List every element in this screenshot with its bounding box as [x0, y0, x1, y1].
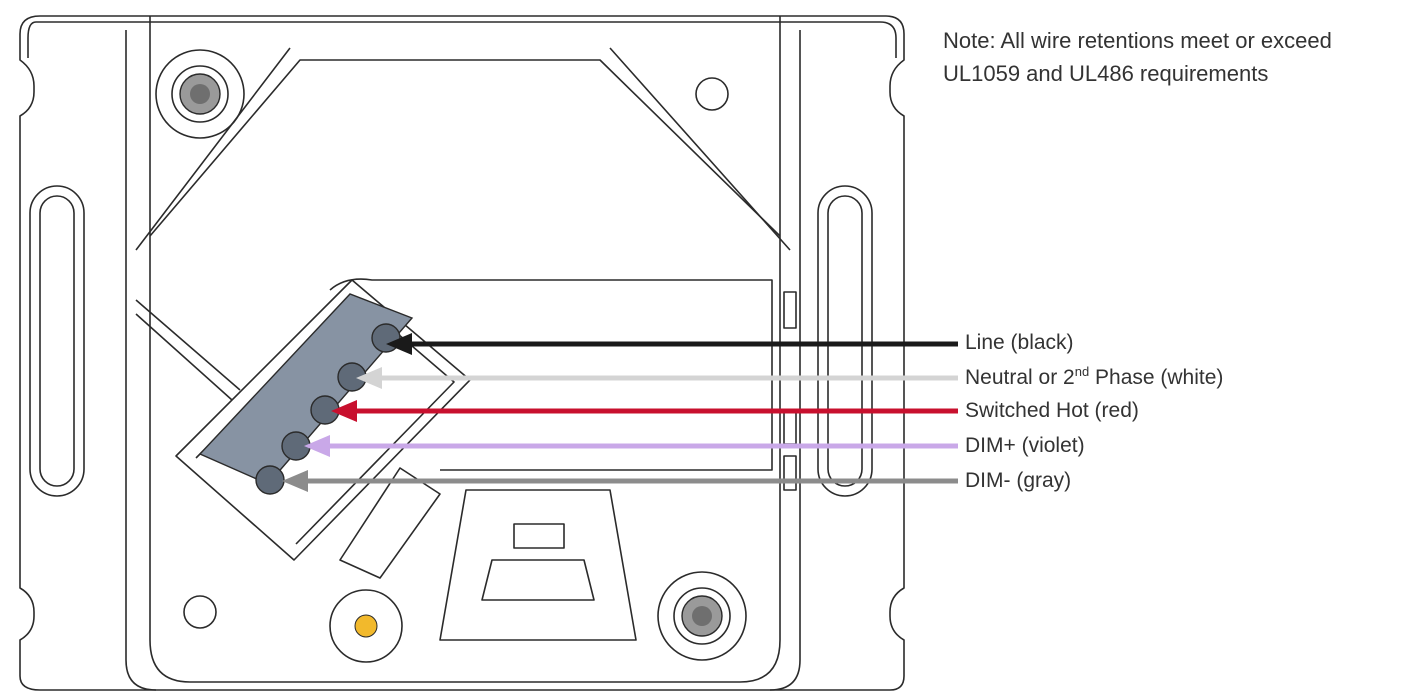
label-dim-plus: DIM+ (violet) [965, 434, 1085, 457]
hole-bottom-left [183, 595, 217, 629]
screw-bottom-right [681, 595, 723, 637]
note-line-2: UL1059 and UL486 requirements [943, 61, 1269, 86]
right-slot [817, 185, 873, 497]
wire-arrow-switched-hot [331, 400, 958, 422]
screw-mount-top-left [155, 49, 245, 139]
connector-housing [439, 489, 637, 641]
wire-arrow-dim-minus [282, 470, 958, 492]
wire-retention-note: Note: All wire retentions meet or exceed… [943, 24, 1332, 90]
wire-arrow-dim-plus [304, 435, 958, 457]
hole-top-right [695, 77, 729, 111]
label-dim-minus: DIM- (gray) [965, 469, 1072, 492]
screw-mount-bottom-right [657, 571, 747, 661]
indicator-light [354, 614, 378, 638]
note-line-1: Note: All wire retentions meet or exceed [943, 28, 1332, 53]
release-lever [339, 467, 441, 579]
label-neutral-prefix: Neutral or 2 [965, 366, 1075, 389]
housing-body [149, 16, 781, 683]
connector-socket [513, 523, 565, 549]
label-neutral-superscript: nd [1074, 364, 1090, 379]
mounting-bracket [19, 15, 905, 691]
label-line: Line (black) [965, 331, 1074, 354]
label-switched-hot: Switched Hot (red) [965, 399, 1139, 422]
terminal-block [198, 293, 414, 485]
wire-arrow-line [386, 333, 958, 355]
screw-top-left [179, 73, 221, 115]
terminal-screw-5 [255, 465, 285, 495]
left-slot [29, 185, 85, 497]
wire-arrow-neutral [356, 367, 958, 389]
label-neutral: Neutral or 2nd Phase (white) [965, 365, 1223, 391]
label-neutral-suffix: Phase (white) [1089, 366, 1224, 389]
